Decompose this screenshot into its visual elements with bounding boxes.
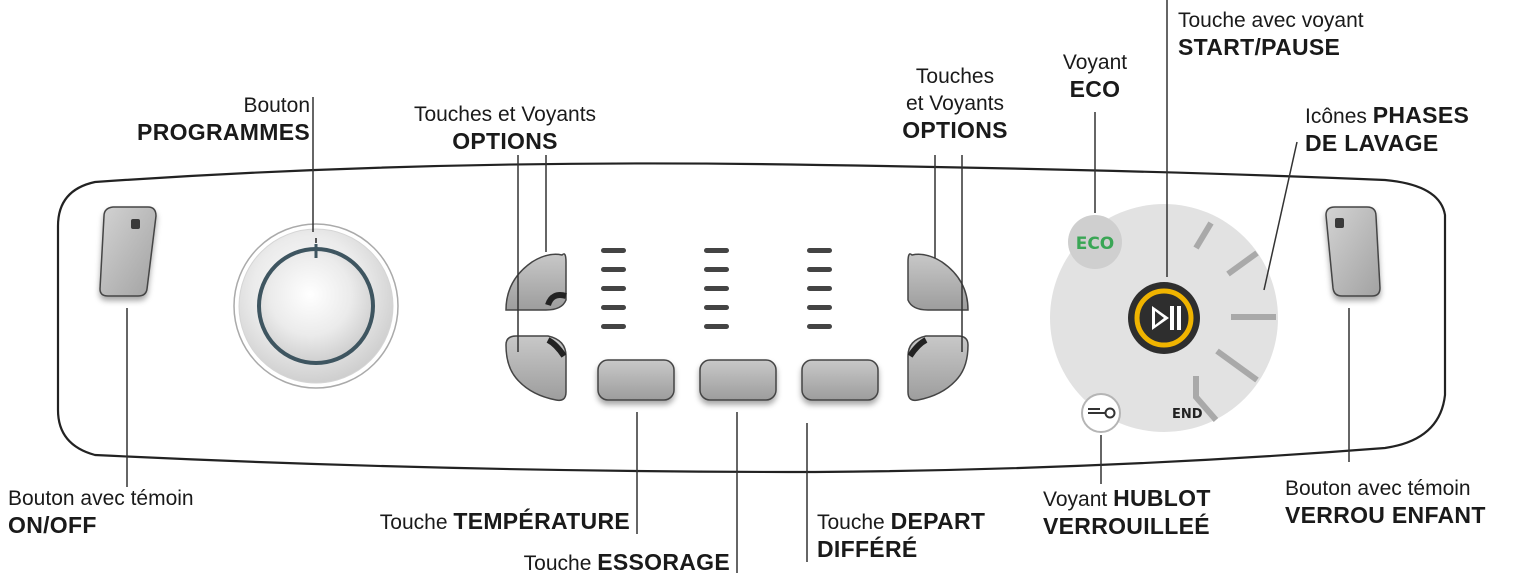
options-right-lower-button[interactable] [907, 335, 969, 402]
label-essorage: Touche ESSORAGE [430, 549, 730, 577]
label-hublot: Voyant HUBLOT VERROUILLEÉ [1043, 485, 1211, 540]
label-options-right-line1: Touches [915, 65, 995, 88]
label-options-right: Touches et Voyants OPTIONS [870, 63, 1040, 144]
label-verrou: Bouton avec témoin VERROU ENFANT [1285, 475, 1486, 529]
key-icon [1088, 407, 1116, 419]
label-temperature-line1: Touche [379, 511, 448, 534]
eco-indicator [1068, 215, 1122, 269]
temperature-button[interactable] [597, 359, 675, 401]
on-off-button[interactable] [99, 206, 157, 297]
label-phases-line2: DE LAVAGE [1305, 130, 1439, 156]
eco-badge-text: ECO [1076, 234, 1115, 254]
start-pause-button[interactable] [1128, 282, 1200, 354]
essorage-button[interactable] [699, 359, 777, 401]
label-programmes-line1: Bouton [243, 94, 310, 117]
label-options-right-line2: et Voyants [905, 92, 1005, 115]
label-essorage-line1: Touche [523, 552, 592, 575]
led-column-1 [601, 248, 626, 329]
label-programmes-line2: PROGRAMMES [137, 119, 310, 145]
label-programmes: Bouton PROGRAMMES [40, 92, 310, 146]
label-options-left-line2: OPTIONS [452, 128, 558, 154]
options-right-upper-button[interactable] [907, 253, 969, 311]
programmes-knob[interactable] [233, 223, 399, 389]
label-eco-line2: ECO [1069, 76, 1121, 102]
label-on-off-line2: ON/OFF [8, 512, 97, 538]
options-left-lower-button[interactable] [505, 335, 567, 402]
label-essorage-line2: ESSORAGE [597, 549, 730, 575]
label-eco: Voyant ECO [1040, 49, 1150, 103]
label-on-off-line1: Bouton avec témoin [8, 487, 194, 510]
label-options-left: Touches et Voyants OPTIONS [380, 101, 630, 155]
label-hublot-line1: Voyant [1043, 488, 1108, 511]
label-start-pause-line2: START/PAUSE [1178, 34, 1341, 60]
label-depart: Touche DEPART DIFFÉRÉ [817, 508, 985, 563]
label-phases: Icônes PHASES DE LAVAGE [1305, 102, 1469, 157]
label-on-off: Bouton avec témoin ON/OFF [8, 485, 194, 539]
label-phases-line1: Icônes [1305, 105, 1367, 128]
label-hublot-line1-bold: HUBLOT [1113, 485, 1211, 511]
label-temperature-line2: TEMPÉRATURE [453, 508, 630, 534]
phase-icon-5 [1193, 376, 1219, 422]
label-depart-line1: Touche [817, 511, 885, 534]
label-eco-line1: Voyant [1062, 51, 1128, 74]
label-start-pause-line1: Touche avec voyant [1178, 9, 1364, 32]
phase-icon-1 [1193, 221, 1214, 250]
label-options-left-line1: Touches et Voyants [413, 103, 597, 126]
verrou-enfant-button[interactable] [1325, 206, 1381, 297]
label-depart-line1-bold: DEPART [890, 508, 986, 534]
phase-icons [1193, 221, 1276, 422]
options-left-upper-button[interactable] [505, 253, 567, 311]
play-pause-icon [1152, 306, 1181, 330]
phase-icon-4 [1215, 348, 1259, 383]
label-phases-line1-bold: PHASES [1372, 102, 1470, 128]
phase-icon-2 [1226, 250, 1259, 277]
label-start-pause: Touche avec voyant START/PAUSE [1178, 7, 1364, 61]
led-column-2 [704, 248, 729, 329]
label-temperature: Touche TEMPÉRATURE [300, 508, 630, 536]
label-hublot-line2: VERROUILLEÉ [1043, 513, 1210, 539]
label-options-right-line3: OPTIONS [902, 117, 1008, 143]
end-label: END [1172, 407, 1203, 422]
verrou-indicator-icon [1335, 218, 1344, 228]
label-depart-line2: DIFFÉRÉ [817, 536, 918, 562]
depart-differe-button[interactable] [801, 359, 879, 401]
hublot-indicator [1081, 393, 1121, 433]
label-verrou-line2: VERROU ENFANT [1285, 502, 1486, 528]
on-off-indicator-icon [131, 219, 140, 229]
label-verrou-line1: Bouton avec témoin [1285, 477, 1471, 500]
led-column-3 [807, 248, 832, 329]
leader-lines [126, 0, 1350, 573]
